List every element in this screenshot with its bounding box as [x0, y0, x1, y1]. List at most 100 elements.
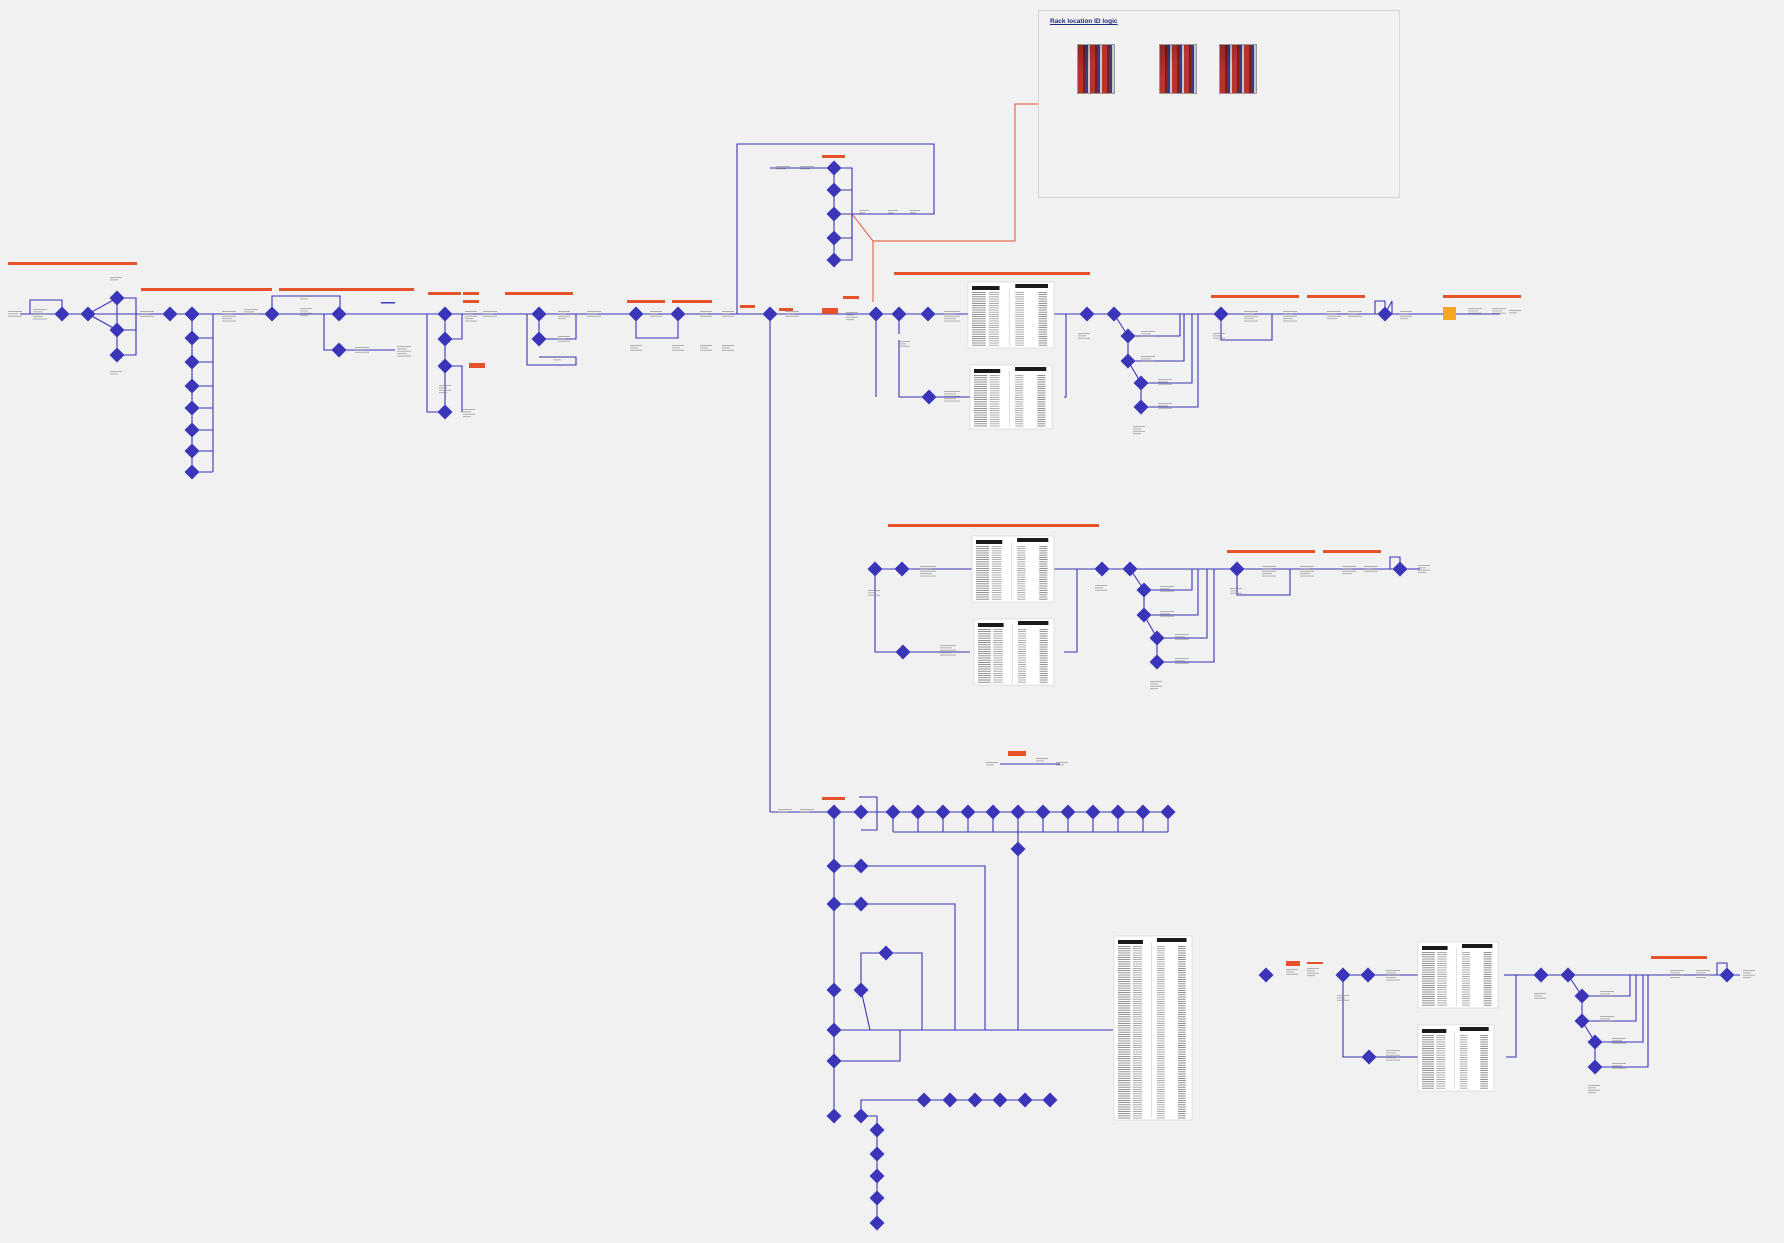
diamond-icon[interactable]	[184, 464, 200, 480]
diamond-icon[interactable]	[960, 804, 976, 820]
diamond-icon[interactable]	[942, 1092, 958, 1108]
diamond-icon[interactable]	[437, 331, 453, 347]
diamond-icon[interactable]	[54, 306, 70, 322]
diamond-icon[interactable]	[826, 858, 842, 874]
diamond-icon[interactable]	[1010, 841, 1026, 857]
diamond-icon[interactable]	[1149, 630, 1165, 646]
diamond-icon[interactable]	[853, 804, 869, 820]
diamond-icon[interactable]	[1560, 967, 1576, 983]
diamond-icon[interactable]	[826, 982, 842, 998]
diamond-icon[interactable]	[437, 404, 453, 420]
diamond-icon[interactable]	[1110, 804, 1126, 820]
diamond-icon[interactable]	[1213, 306, 1229, 322]
diamond-icon[interactable]	[184, 443, 200, 459]
diamond-icon[interactable]	[826, 206, 842, 222]
diamond-icon[interactable]	[826, 160, 842, 176]
diamond-icon[interactable]	[1392, 561, 1408, 577]
diamond-icon[interactable]	[109, 322, 125, 338]
diamond-icon[interactable]	[264, 306, 280, 322]
diamond-icon[interactable]	[826, 896, 842, 912]
diamond-icon[interactable]	[1574, 1013, 1590, 1029]
diamond-icon[interactable]	[826, 252, 842, 268]
diamond-icon[interactable]	[1361, 1049, 1377, 1065]
diamond-icon[interactable]	[184, 400, 200, 416]
diamond-icon[interactable]	[1017, 1092, 1033, 1108]
diamond-icon[interactable]	[1258, 967, 1274, 983]
diamond-icon[interactable]	[1587, 1034, 1603, 1050]
diamond-icon[interactable]	[1136, 582, 1152, 598]
diamond-icon[interactable]	[853, 982, 869, 998]
diamond-icon[interactable]	[826, 1022, 842, 1038]
diamond-icon[interactable]	[826, 182, 842, 198]
diamond-icon[interactable]	[869, 1122, 885, 1138]
diamond-icon[interactable]	[826, 804, 842, 820]
diamond-icon[interactable]	[1122, 561, 1138, 577]
diamond-icon[interactable]	[878, 945, 894, 961]
diamond-icon[interactable]	[109, 290, 125, 306]
diamond-icon[interactable]	[853, 1108, 869, 1124]
diamond-icon[interactable]	[869, 1168, 885, 1184]
diamond-icon[interactable]	[1133, 375, 1149, 391]
diamond-icon[interactable]	[1135, 804, 1151, 820]
diamond-icon[interactable]	[1229, 561, 1245, 577]
diamond-icon[interactable]	[1120, 328, 1136, 344]
diamond-icon[interactable]	[184, 378, 200, 394]
diamond-icon[interactable]	[1085, 804, 1101, 820]
diamond-icon[interactable]	[1719, 967, 1735, 983]
diamond-icon[interactable]	[184, 354, 200, 370]
diamond-icon[interactable]	[935, 804, 951, 820]
diamond-icon[interactable]	[1094, 561, 1110, 577]
diamond-icon[interactable]	[869, 1146, 885, 1162]
diamond-icon[interactable]	[916, 1092, 932, 1108]
diamond-icon[interactable]	[826, 1053, 842, 1069]
diamond-icon[interactable]	[826, 230, 842, 246]
diamond-icon[interactable]	[184, 422, 200, 438]
diamond-icon[interactable]	[1060, 804, 1076, 820]
diamond-icon[interactable]	[531, 306, 547, 322]
diamond-icon[interactable]	[869, 1190, 885, 1206]
diamond-icon[interactable]	[1133, 399, 1149, 415]
diamond-icon[interactable]	[1160, 804, 1176, 820]
rack-location-frame[interactable]: Rack location ID logic	[1038, 10, 1400, 198]
diamond-icon[interactable]	[1042, 1092, 1058, 1108]
diamond-icon[interactable]	[670, 306, 686, 322]
diamond-icon[interactable]	[1035, 804, 1051, 820]
diamond-icon[interactable]	[869, 1215, 885, 1231]
diamond-icon[interactable]	[868, 306, 884, 322]
diamond-icon[interactable]	[920, 306, 936, 322]
diamond-icon[interactable]	[1149, 654, 1165, 670]
diamond-icon[interactable]	[1335, 967, 1351, 983]
diamond-icon[interactable]	[894, 561, 910, 577]
diamond-icon[interactable]	[1533, 967, 1549, 983]
diamond-icon[interactable]	[992, 1092, 1008, 1108]
diamond-icon[interactable]	[967, 1092, 983, 1108]
diamond-icon[interactable]	[437, 306, 453, 322]
diamond-icon[interactable]	[1106, 306, 1122, 322]
diamond-icon[interactable]	[985, 804, 1001, 820]
diamond-icon[interactable]	[531, 331, 547, 347]
diamond-icon[interactable]	[826, 1108, 842, 1124]
diamond-icon[interactable]	[1010, 804, 1026, 820]
diamond-icon[interactable]	[1079, 306, 1095, 322]
diamond-icon[interactable]	[853, 858, 869, 874]
diamond-icon[interactable]	[1574, 988, 1590, 1004]
diamond-icon[interactable]	[895, 644, 911, 660]
diamond-icon[interactable]	[80, 306, 96, 322]
diamond-icon[interactable]	[885, 804, 901, 820]
diamond-icon[interactable]	[1587, 1059, 1603, 1075]
diamond-icon[interactable]	[1377, 306, 1393, 322]
decision-nodes[interactable]	[54, 40, 1735, 1231]
diamond-icon[interactable]	[1360, 967, 1376, 983]
diamond-icon[interactable]	[1136, 607, 1152, 623]
diamond-icon[interactable]	[853, 896, 869, 912]
diamond-icon[interactable]	[184, 330, 200, 346]
diamond-icon[interactable]	[162, 306, 178, 322]
diamond-icon[interactable]	[1120, 353, 1136, 369]
diamond-icon[interactable]	[628, 306, 644, 322]
diamond-icon[interactable]	[867, 561, 883, 577]
diamond-icon[interactable]	[331, 306, 347, 322]
diamond-icon[interactable]	[184, 306, 200, 322]
diamond-icon[interactable]	[921, 389, 937, 405]
diamond-icon[interactable]	[762, 306, 778, 322]
